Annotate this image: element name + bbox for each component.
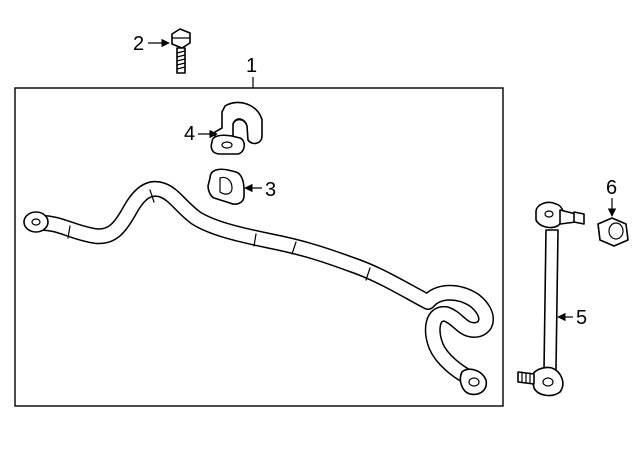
stabilizer-bar-part[interactable]	[23, 180, 494, 396]
bushing-part[interactable]	[207, 168, 245, 205]
callout-1[interactable]: 1	[246, 55, 257, 88]
callout-5-number: 5	[576, 307, 587, 329]
callout-1-number: 1	[246, 55, 257, 77]
callout-4-number: 4	[184, 123, 195, 145]
nut-part[interactable]	[597, 217, 629, 247]
stabilizer-link-part[interactable]	[517, 201, 585, 397]
callout-3-number: 3	[265, 179, 276, 201]
callout-2[interactable]: 2	[133, 33, 170, 55]
callout-5[interactable]: 5	[557, 307, 587, 329]
callout-6-number: 6	[606, 177, 617, 199]
callout-6[interactable]: 6	[606, 177, 617, 217]
bolt-part[interactable]	[171, 28, 191, 74]
callout-4[interactable]: 4	[184, 123, 218, 145]
callout-2-number: 2	[133, 33, 144, 55]
callout-3[interactable]: 3	[244, 179, 276, 201]
bracket-part[interactable]	[210, 101, 263, 155]
